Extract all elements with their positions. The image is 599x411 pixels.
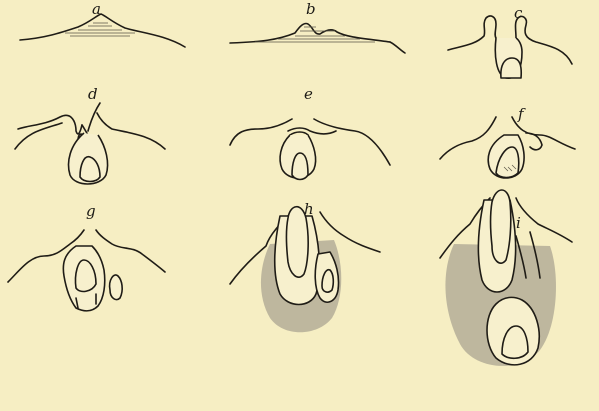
panel-c: c: [400, 0, 599, 137]
panel-b: b: [200, 0, 399, 137]
panel-i-label: i: [516, 216, 521, 231]
panel-c-label: c: [514, 6, 522, 21]
panel-b-label: b: [306, 2, 316, 17]
panel-i-drawing: [400, 274, 599, 411]
panel-f-label: f: [518, 107, 524, 122]
panel-h-drawing: [200, 274, 399, 411]
panel-h: h: [200, 274, 399, 411]
panel-g-drawing: [0, 274, 199, 411]
panel-e-label: e: [304, 87, 313, 102]
panel-i: i: [400, 274, 599, 411]
panel-g-label: g: [86, 204, 96, 219]
panel-a-label: a: [92, 2, 101, 17]
panel-b-drawing: [200, 0, 399, 137]
panel-d-label: d: [88, 87, 98, 102]
panel-c-drawing: [400, 0, 599, 137]
panel-h-label: h: [304, 202, 314, 217]
panel-d-drawing: [0, 137, 199, 274]
panel-d: d: [0, 137, 199, 274]
panel-g: g: [0, 274, 199, 411]
